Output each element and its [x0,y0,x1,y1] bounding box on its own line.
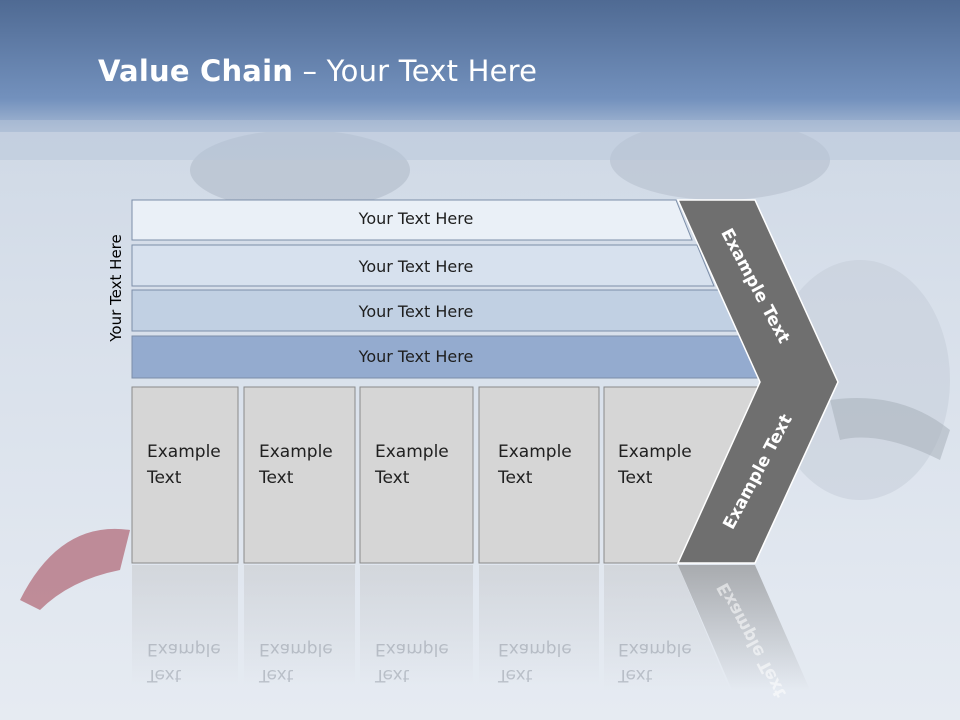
band-shape-2 [131,244,715,287]
band-label-1: Your Text Here [358,209,474,228]
band-label-4: Your Text Here [358,347,474,366]
title-bold: Value Chain [98,54,294,88]
side-label-text: Your Text Here [107,234,125,342]
activity-label-1-line1: Example [147,442,221,462]
band-shape-1 [131,199,693,241]
reflection-text-5-line2: Text [618,665,653,685]
activity-label-3-line2: Text [375,468,410,488]
activity-box-2 [243,386,356,564]
reflection-text-3-line1: Example [375,639,449,659]
reflection-text-4: Text Example [498,636,572,688]
reflection-text-3: Text Example [375,636,449,688]
reflection [132,565,810,690]
band-label-2: Your Text Here [358,257,474,276]
title-rest: – Your Text Here [293,54,538,88]
activity-box-1 [131,386,239,564]
activity-label-2-line2: Text [259,468,294,488]
reflection-text-5: Text Example [618,636,692,688]
reflection-text-3-line2: Text [375,665,410,685]
reflection-text-5-line1: Example [618,639,692,659]
reflection-text-1-line1: Example [147,639,221,659]
margin-arrow [676,199,839,564]
activity-label-5-line2: Text [618,468,653,488]
reflection-text-1: Text Example [147,636,221,688]
activity-label-3: Example Text [375,439,449,491]
activity-box-3 [359,386,474,564]
activity-label-2: Example Text [259,439,333,491]
activity-label-4-line1: Example [498,442,572,462]
activity-label-1: Example Text [147,439,221,491]
activity-label-4: Example Text [498,439,572,491]
reflection-text-1-line2: Text [147,665,182,685]
reflection-text-4-line1: Example [498,639,572,659]
activity-label-5: Example Text [618,439,692,491]
support-bands [131,199,764,379]
activity-box-4 [478,386,600,564]
reflection-text-2-line1: Example [259,639,333,659]
slide-title: Value Chain – Your Text Here [98,54,537,88]
activity-boxes [131,386,761,564]
reflection-text-4-line2: Text [498,665,533,685]
reflection-text-2: Text Example [259,636,333,688]
activity-label-5-line1: Example [618,442,692,462]
band-label-3: Your Text Here [358,302,474,321]
activity-label-3-line1: Example [375,442,449,462]
activity-label-2-line1: Example [259,442,333,462]
activity-label-4-line2: Text [498,468,533,488]
reflection-text-2-line2: Text [259,665,294,685]
activity-label-1-line2: Text [147,468,182,488]
